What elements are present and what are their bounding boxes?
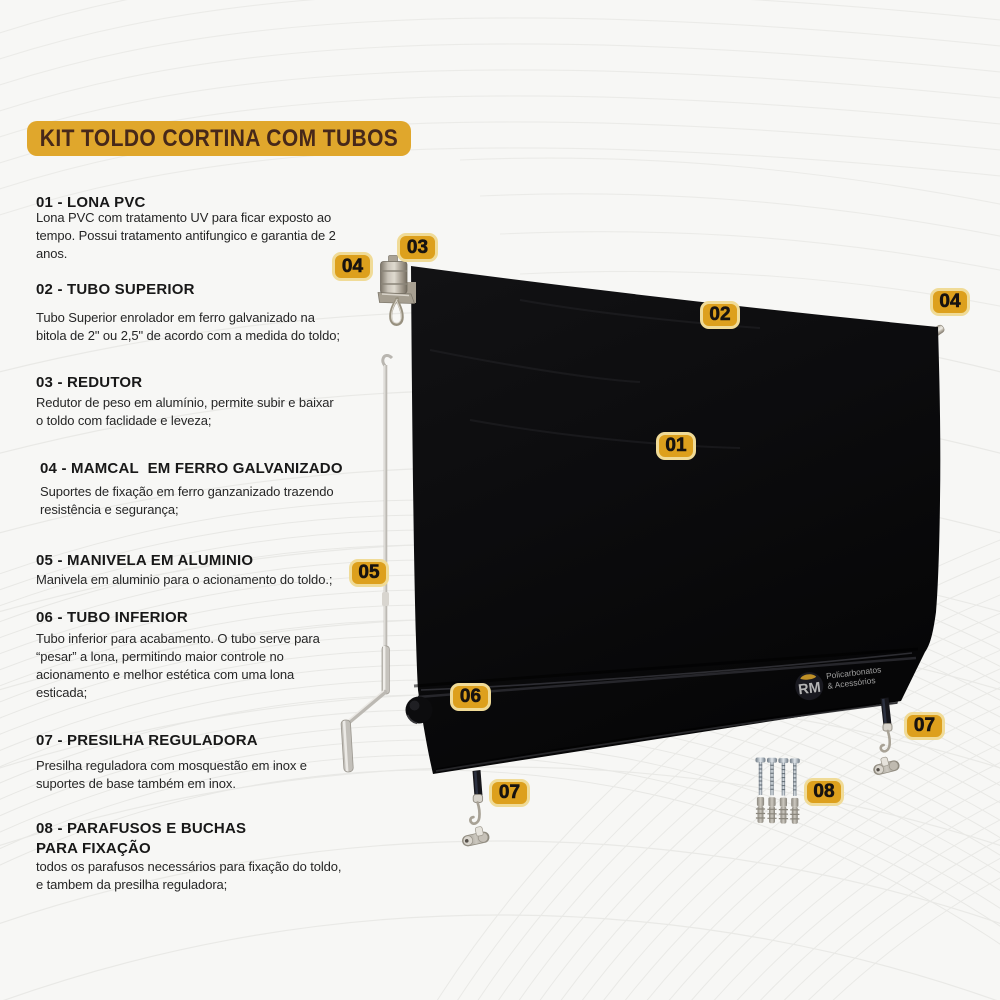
svg-text:RM: RM [797, 680, 821, 699]
